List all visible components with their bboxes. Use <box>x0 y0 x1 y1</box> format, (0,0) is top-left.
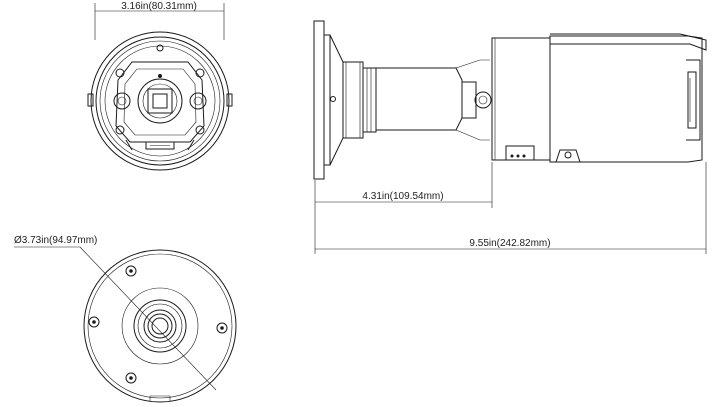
mount-length-dimension: 4.31in(109.54mm) <box>314 162 493 208</box>
base-diameter-label: Ø3.73in(94.97mm) <box>14 235 97 246</box>
total-length-label: 9.55in(242.82mm) <box>469 238 550 249</box>
base-diameter-dimension: Ø3.73in(94.97mm) <box>14 235 217 391</box>
total-length-dimension: 9.55in(242.82mm) <box>314 162 707 254</box>
front-view: 3.16in(80.31mm) <box>87 1 233 171</box>
front-width-label: 3.16in(80.31mm) <box>121 1 197 12</box>
mount-length-label: 4.31in(109.54mm) <box>362 191 443 202</box>
front-width-dimension: 3.16in(80.31mm) <box>94 1 225 40</box>
side-view: 4.31in(109.54mm) 9.55in(242.82mm) <box>313 20 707 254</box>
base-view: Ø3.73in(94.97mm) <box>14 235 237 403</box>
